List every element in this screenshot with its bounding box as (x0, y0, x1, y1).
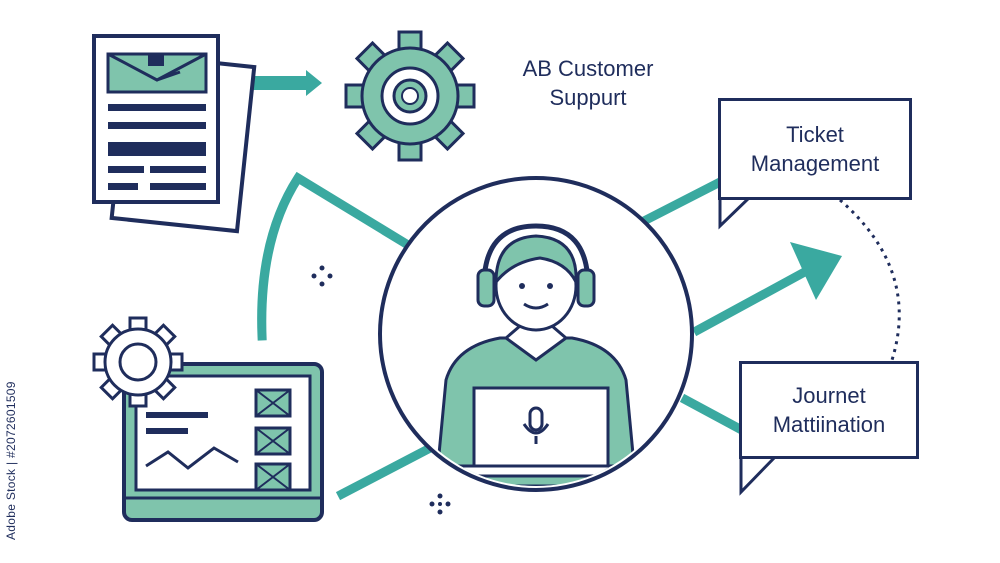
ticket-bubble-tail (718, 195, 754, 230)
microphone-icon (522, 406, 550, 444)
settings-gear-icon (92, 316, 184, 408)
diagram-title: AB Customer Suppurt (522, 56, 654, 110)
dashboard-icon (122, 362, 324, 522)
support-agent-illustration (378, 176, 694, 492)
growth-arrow-head (790, 242, 842, 300)
doc-to-gear-arrow (252, 70, 322, 96)
document-icon (92, 34, 257, 234)
bottom-left-connector (335, 438, 443, 501)
connector-lines (257, 171, 819, 501)
growth-arrow-line (691, 261, 819, 337)
arc-connector (257, 171, 415, 341)
ticket-management-label: Ticket Management (750, 122, 880, 176)
journey-bubble-tail (739, 454, 780, 496)
journey-bubble: Journet Mattiination (739, 361, 919, 459)
ticket-connector (639, 175, 727, 227)
journey-connector (679, 393, 745, 435)
dotted-connector (839, 198, 901, 361)
gear-icon (344, 30, 476, 162)
stock-watermark: Adobe Stock | #2072601509 (4, 381, 18, 540)
sparkle-icon (311, 265, 451, 515)
ticket-management-bubble: Ticket Management (718, 98, 912, 200)
journey-label: Journet Mattiination (772, 383, 886, 437)
